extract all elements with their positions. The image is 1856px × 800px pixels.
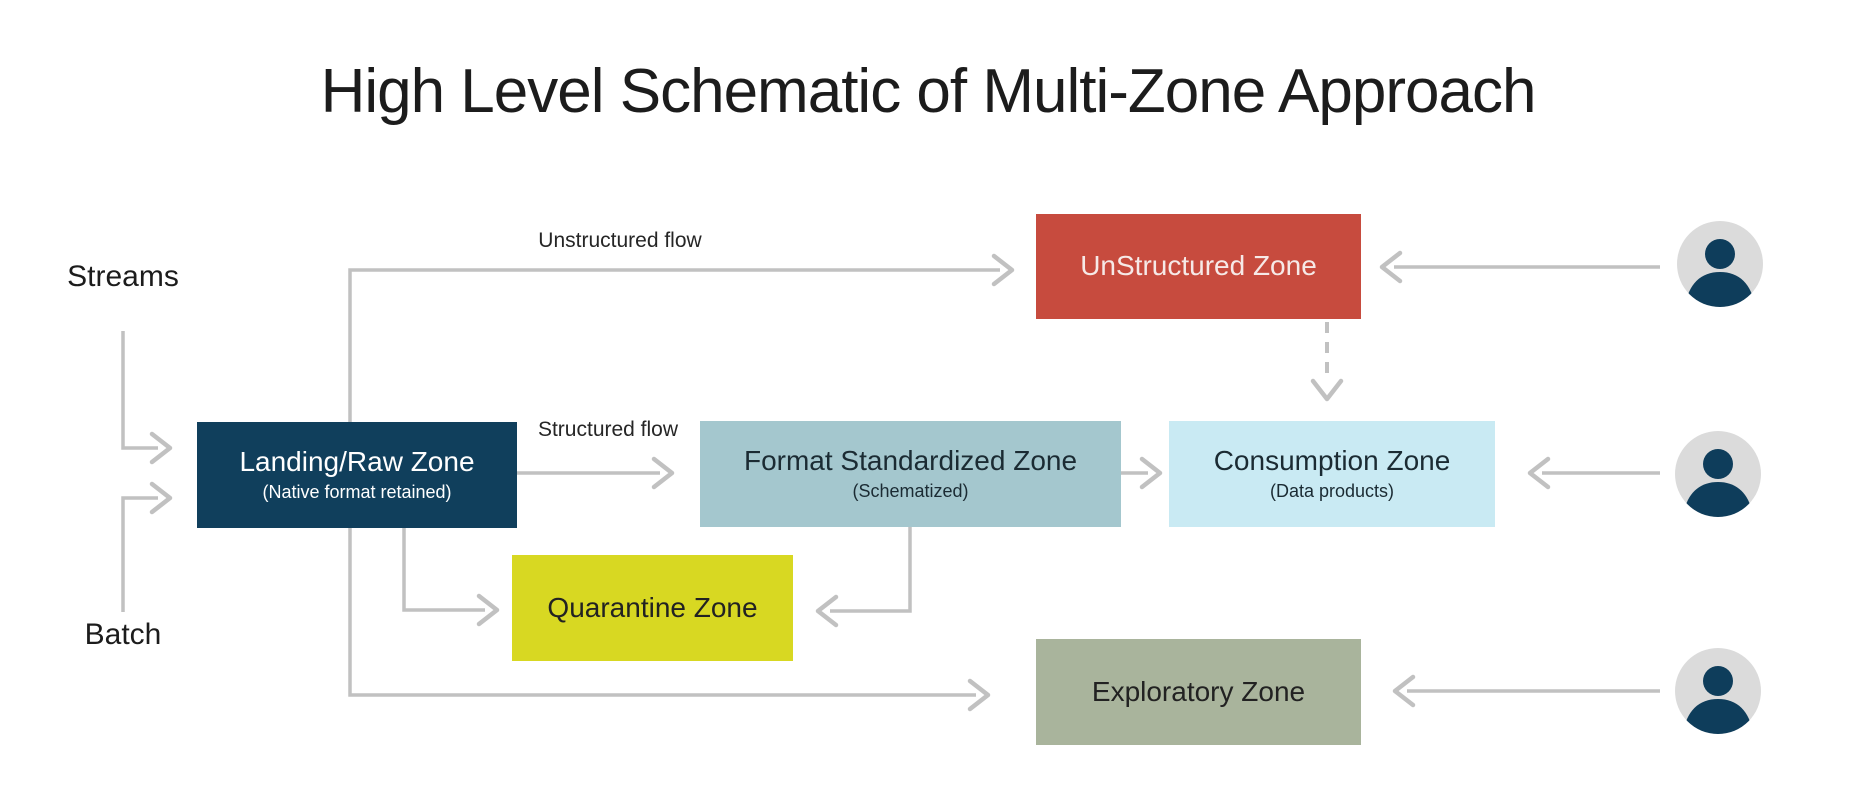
arrow-landing-to-format [517, 456, 675, 490]
user-icon [1677, 221, 1763, 307]
arrow-user-to-unstructured [1379, 250, 1660, 284]
zone-consumption: Consumption Zone (Data products) [1169, 421, 1495, 527]
zone-format-standardized-label: Format Standardized Zone [743, 445, 1078, 477]
arrow-batch-to-landing [121, 481, 173, 612]
arrow-unstructured-to-consumption-dashed [1310, 322, 1344, 402]
zone-landing-raw-sublabel: (Native format retained) [262, 482, 452, 502]
arrow-format-to-quarantine [815, 527, 912, 628]
source-label-batch: Batch [84, 618, 162, 651]
zone-quarantine-label: Quarantine Zone [547, 591, 758, 623]
zone-exploratory-label: Exploratory Zone [1091, 675, 1306, 707]
user-icon [1675, 431, 1761, 517]
arrow-user-to-consumption [1527, 456, 1660, 490]
zone-exploratory: Exploratory Zone [1036, 639, 1361, 745]
zone-format-standardized: Format Standardized Zone (Schematized) [700, 421, 1121, 527]
user-icon [1675, 648, 1761, 734]
arrow-landing-to-quarantine [402, 528, 500, 627]
arrow-format-to-consumption [1121, 456, 1163, 490]
zone-unstructured: UnStructured Zone [1036, 214, 1361, 319]
zone-quarantine: Quarantine Zone [512, 555, 793, 661]
zone-format-standardized-sublabel: (Schematized) [852, 481, 969, 501]
zone-consumption-sublabel: (Data products) [1269, 481, 1395, 501]
arrow-streams-to-landing [121, 331, 173, 465]
zone-landing-raw-label: Landing/Raw Zone [239, 446, 475, 478]
arrow-user-to-exploratory [1392, 674, 1660, 708]
zone-unstructured-label: UnStructured Zone [1080, 250, 1317, 282]
flow-label-structured: Structured flow [537, 418, 679, 441]
zone-consumption-label: Consumption Zone [1213, 445, 1451, 477]
page-title: High Level Schematic of Multi-Zone Appro… [320, 57, 1537, 126]
source-label-streams: Streams [67, 260, 179, 293]
zone-landing-raw: Landing/Raw Zone (Native format retained… [197, 422, 517, 528]
flow-label-unstructured: Unstructured flow [538, 229, 702, 252]
